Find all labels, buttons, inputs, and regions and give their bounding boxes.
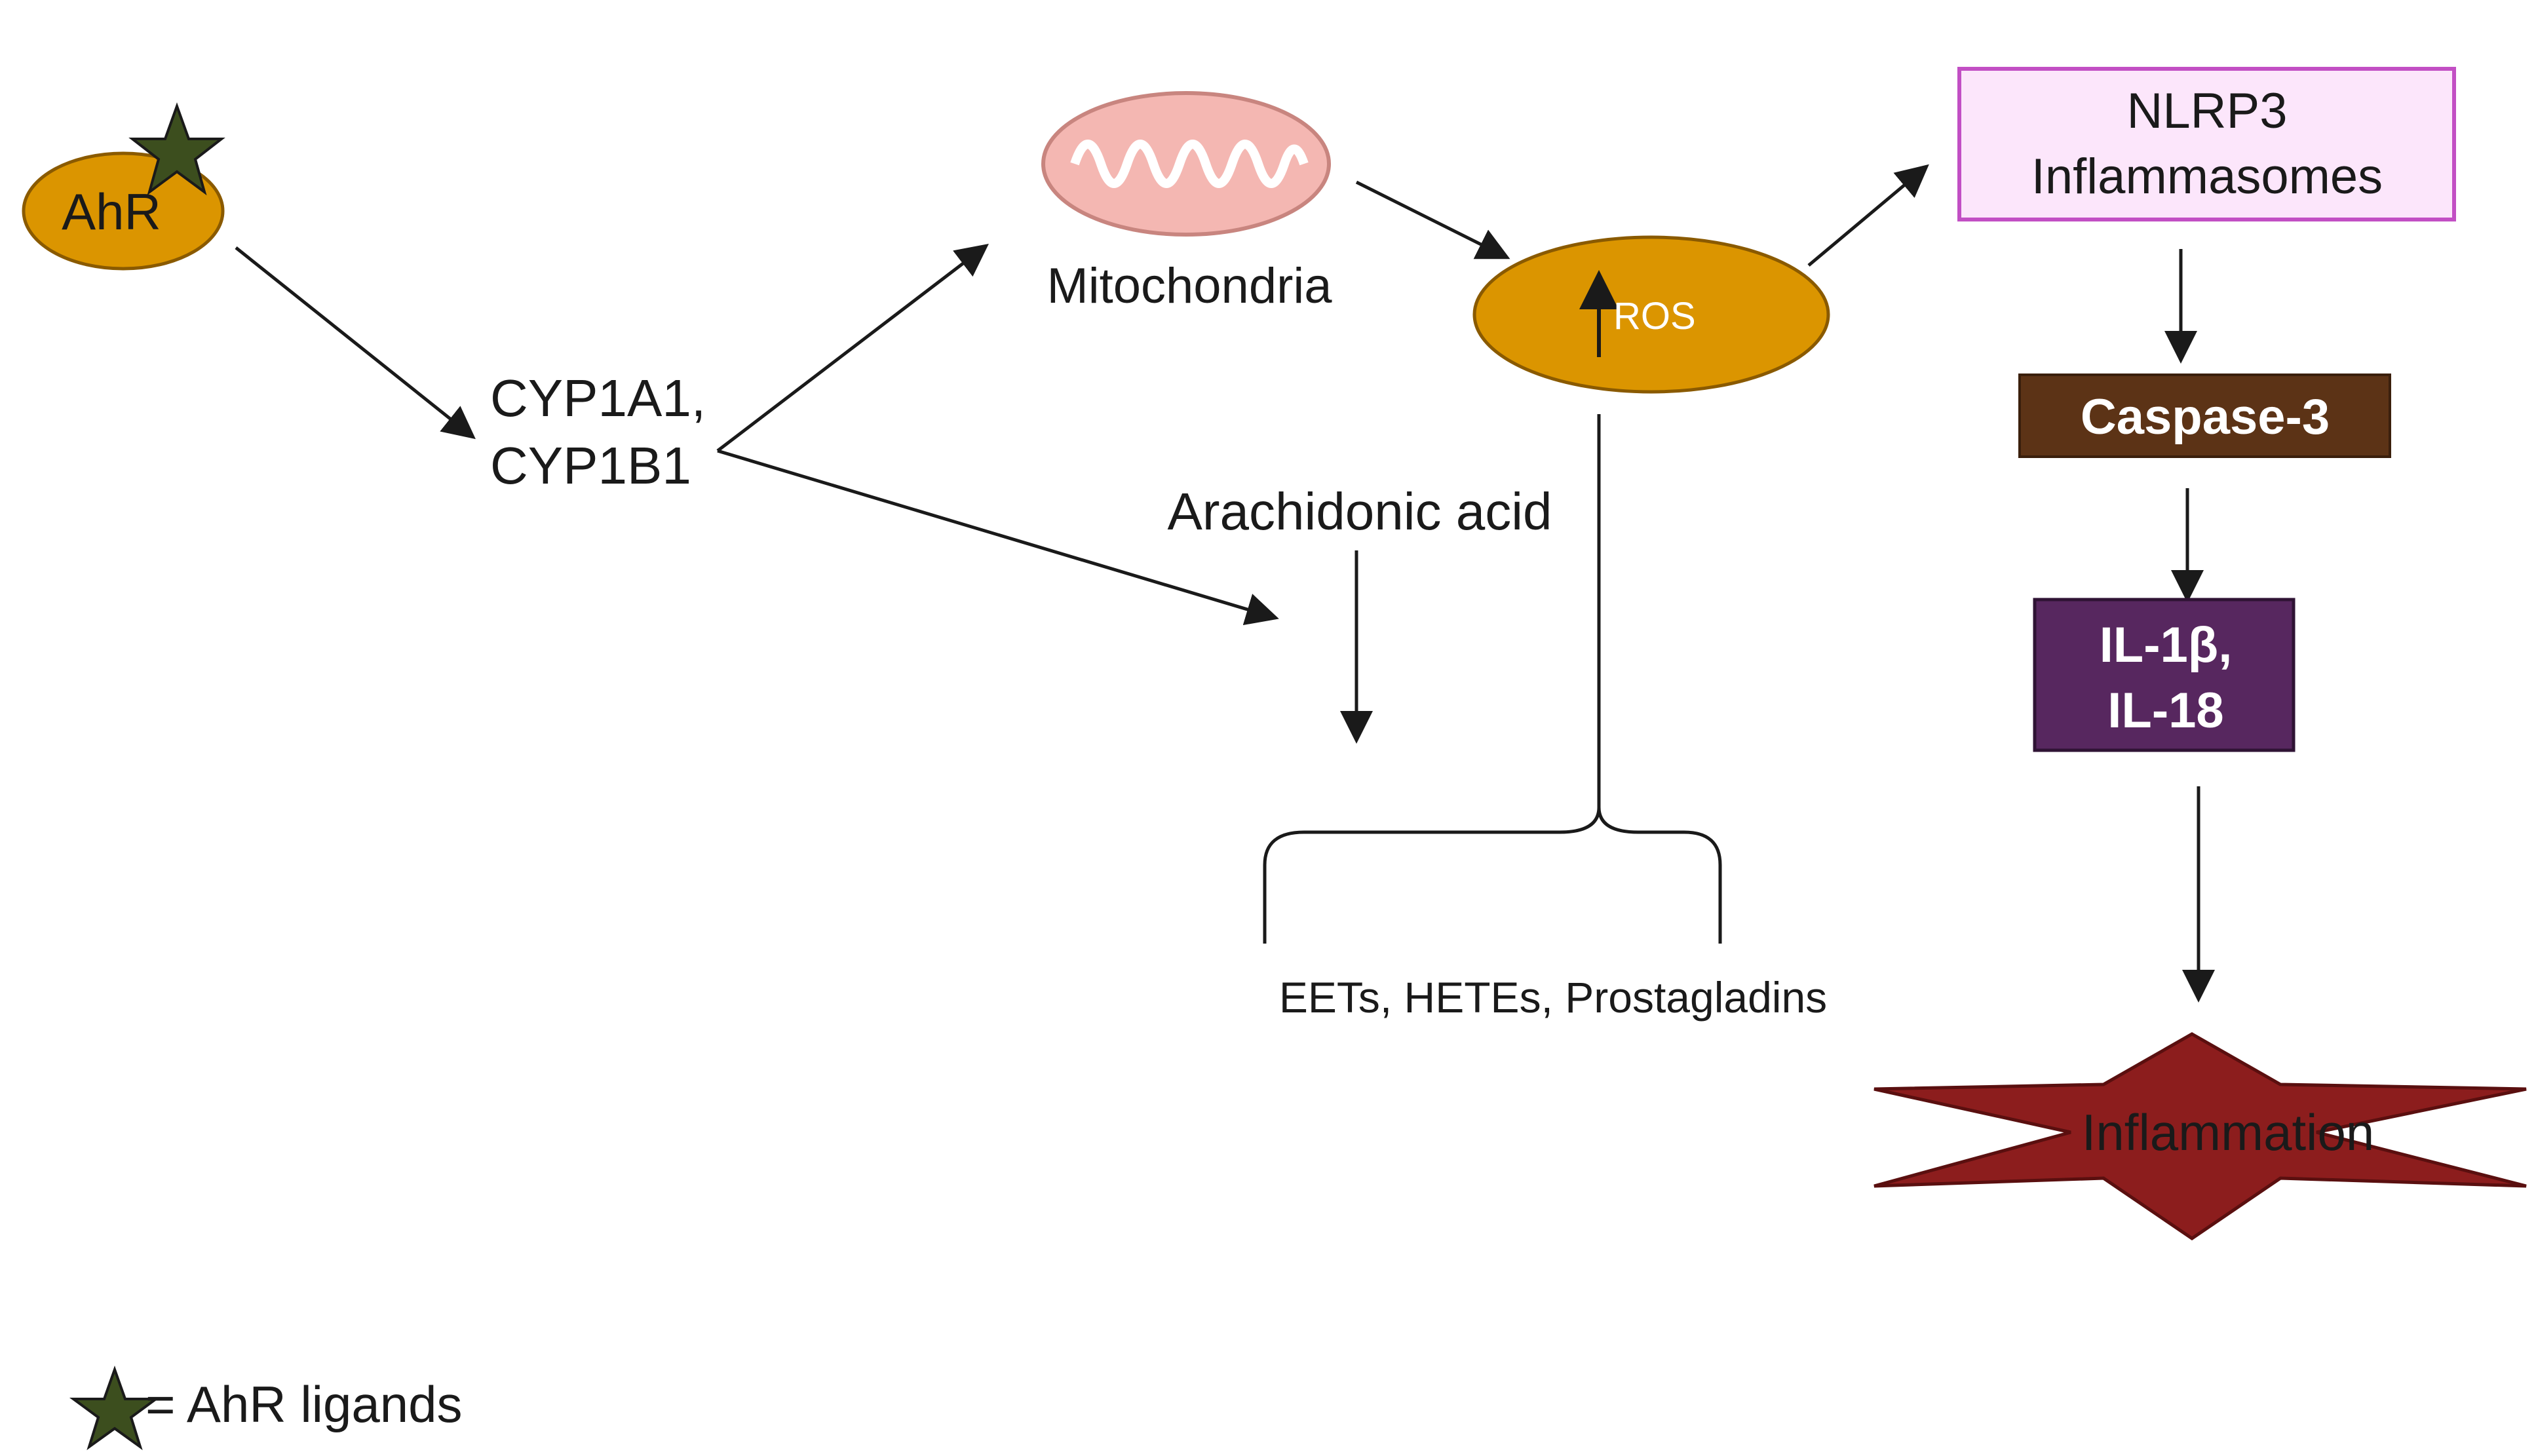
ahr-oval bbox=[22, 151, 225, 271]
il-label-line2: IL-18 bbox=[2107, 683, 2223, 738]
il-label-line1: IL-1β, bbox=[2100, 617, 2233, 673]
caspase-label: Caspase-3 bbox=[2081, 389, 2330, 445]
caspase-node: Caspase-3 bbox=[2018, 374, 2391, 458]
mitochondria-cristae bbox=[1070, 140, 1309, 188]
legend: = AhR ligands bbox=[69, 1366, 463, 1451]
inflammation-label: Inflammation bbox=[2082, 1103, 2375, 1161]
ros-node: ROS bbox=[1472, 235, 1830, 394]
cyp-label-line1: CYP1A1, bbox=[490, 369, 706, 427]
mitochondria-node: Mitochondria bbox=[1041, 91, 1332, 314]
ahr-node: AhR bbox=[22, 102, 225, 271]
legend-text: = AhR ligands bbox=[145, 1375, 463, 1433]
curly-brace bbox=[1263, 807, 1722, 944]
il-box bbox=[2033, 598, 2296, 752]
caspase-box bbox=[2018, 374, 2391, 458]
mitochondria-icon bbox=[1041, 91, 1331, 237]
cyp-node: CYP1A1, CYP1B1 bbox=[490, 369, 706, 495]
il-node: IL-1β, IL-18 bbox=[2033, 598, 2296, 752]
ros-label: ROS bbox=[1613, 295, 1696, 337]
arrow-mitochondria-to-ros bbox=[1355, 180, 1510, 259]
nlrp3-label-line2: Inflammasomes bbox=[2031, 149, 2383, 204]
legend-star-icon bbox=[69, 1366, 161, 1451]
ligand-star-icon bbox=[128, 102, 225, 196]
ahr-label: AhR bbox=[62, 183, 161, 240]
mitochondria-label: Mitochondria bbox=[1047, 258, 1332, 314]
arrow-ahr-to-cyp bbox=[235, 246, 476, 440]
inflammation-burst bbox=[1873, 1032, 2527, 1241]
cyp-label-line2: CYP1B1 bbox=[490, 436, 691, 495]
ros-oval bbox=[1472, 235, 1830, 394]
nlrp3-node: NLRP3 Inflammasomes bbox=[1957, 67, 2456, 221]
metabolites-label: EETs, HETEs, Prostagladins bbox=[1279, 973, 1827, 1022]
nlrp3-label-line1: NLRP3 bbox=[2127, 83, 2288, 139]
arrow-cyp-to-arachidonic bbox=[717, 449, 1279, 626]
arachidonic-acid-label: Arachidonic acid bbox=[1168, 482, 1552, 541]
connectors bbox=[235, 164, 2215, 1003]
inflammation-node: Inflammation bbox=[1873, 1032, 2527, 1241]
nlrp3-box bbox=[1957, 67, 2456, 221]
arrow-ros-to-nlrp3 bbox=[1807, 164, 1929, 267]
arrow-cyp-to-mitochondria bbox=[716, 243, 989, 452]
